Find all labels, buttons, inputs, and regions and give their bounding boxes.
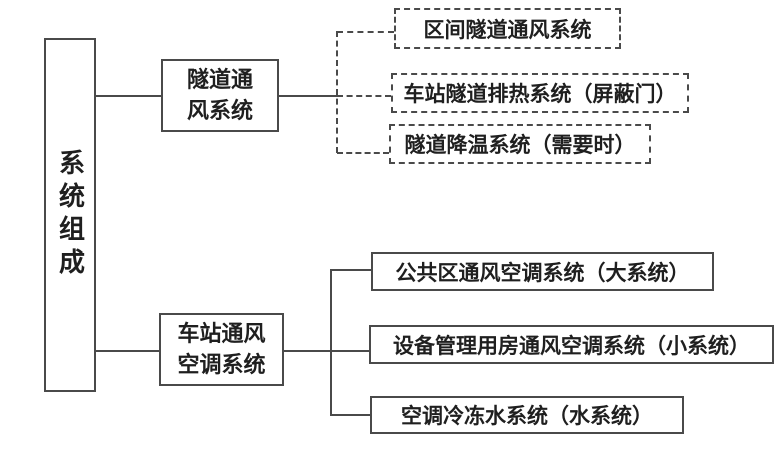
connector-to-tunnel-cooling <box>337 152 389 154</box>
connector-tunnel-ventilation-stub <box>279 95 337 97</box>
connector-to-public-area-hvac <box>330 269 371 271</box>
node-chilled-water: 空调冷冻水系统（水系统） <box>370 396 684 434</box>
node-station-hvac-system: 车站通风 空调系统 <box>159 313 284 386</box>
node-label-line: 风系统 <box>186 98 253 124</box>
node-section-tunnel-ventilation: 区间隧道通风系统 <box>394 8 621 49</box>
node-public-area-hvac: 公共区通风空调系统（大系统） <box>371 252 714 291</box>
node-label-line: 空调系统 <box>177 352 266 378</box>
node-station-tunnel-heat-exhaust: 车站隧道排热系统（屏蔽门） <box>391 73 689 113</box>
node-equipment-room-hvac: 设备管理用房通风空调系统（小系统） <box>369 325 774 364</box>
node-label-line: 车站通风 <box>177 321 266 347</box>
connector-root-to-tunnel-ventilation <box>95 95 161 97</box>
connector-tunnel-ventilation-trunk <box>336 31 338 153</box>
node-system-composition: 系统组成 <box>44 38 96 392</box>
node-label-line: 隧道通 <box>186 67 253 93</box>
connector-to-section-tunnel-ventilation <box>337 31 394 33</box>
connector-station-hvac-trunk <box>330 269 332 416</box>
connector-to-chilled-water <box>330 414 370 416</box>
connector-to-station-tunnel-heat-exhaust <box>337 95 391 97</box>
node-tunnel-cooling: 隧道降温系统（需要时） <box>389 124 651 164</box>
connector-station-hvac-stub <box>283 350 330 352</box>
connector-root-to-station-hvac <box>95 350 159 352</box>
connector-to-equipment-room-hvac <box>330 350 369 352</box>
node-tunnel-ventilation-system: 隧道通 风系统 <box>161 59 279 132</box>
